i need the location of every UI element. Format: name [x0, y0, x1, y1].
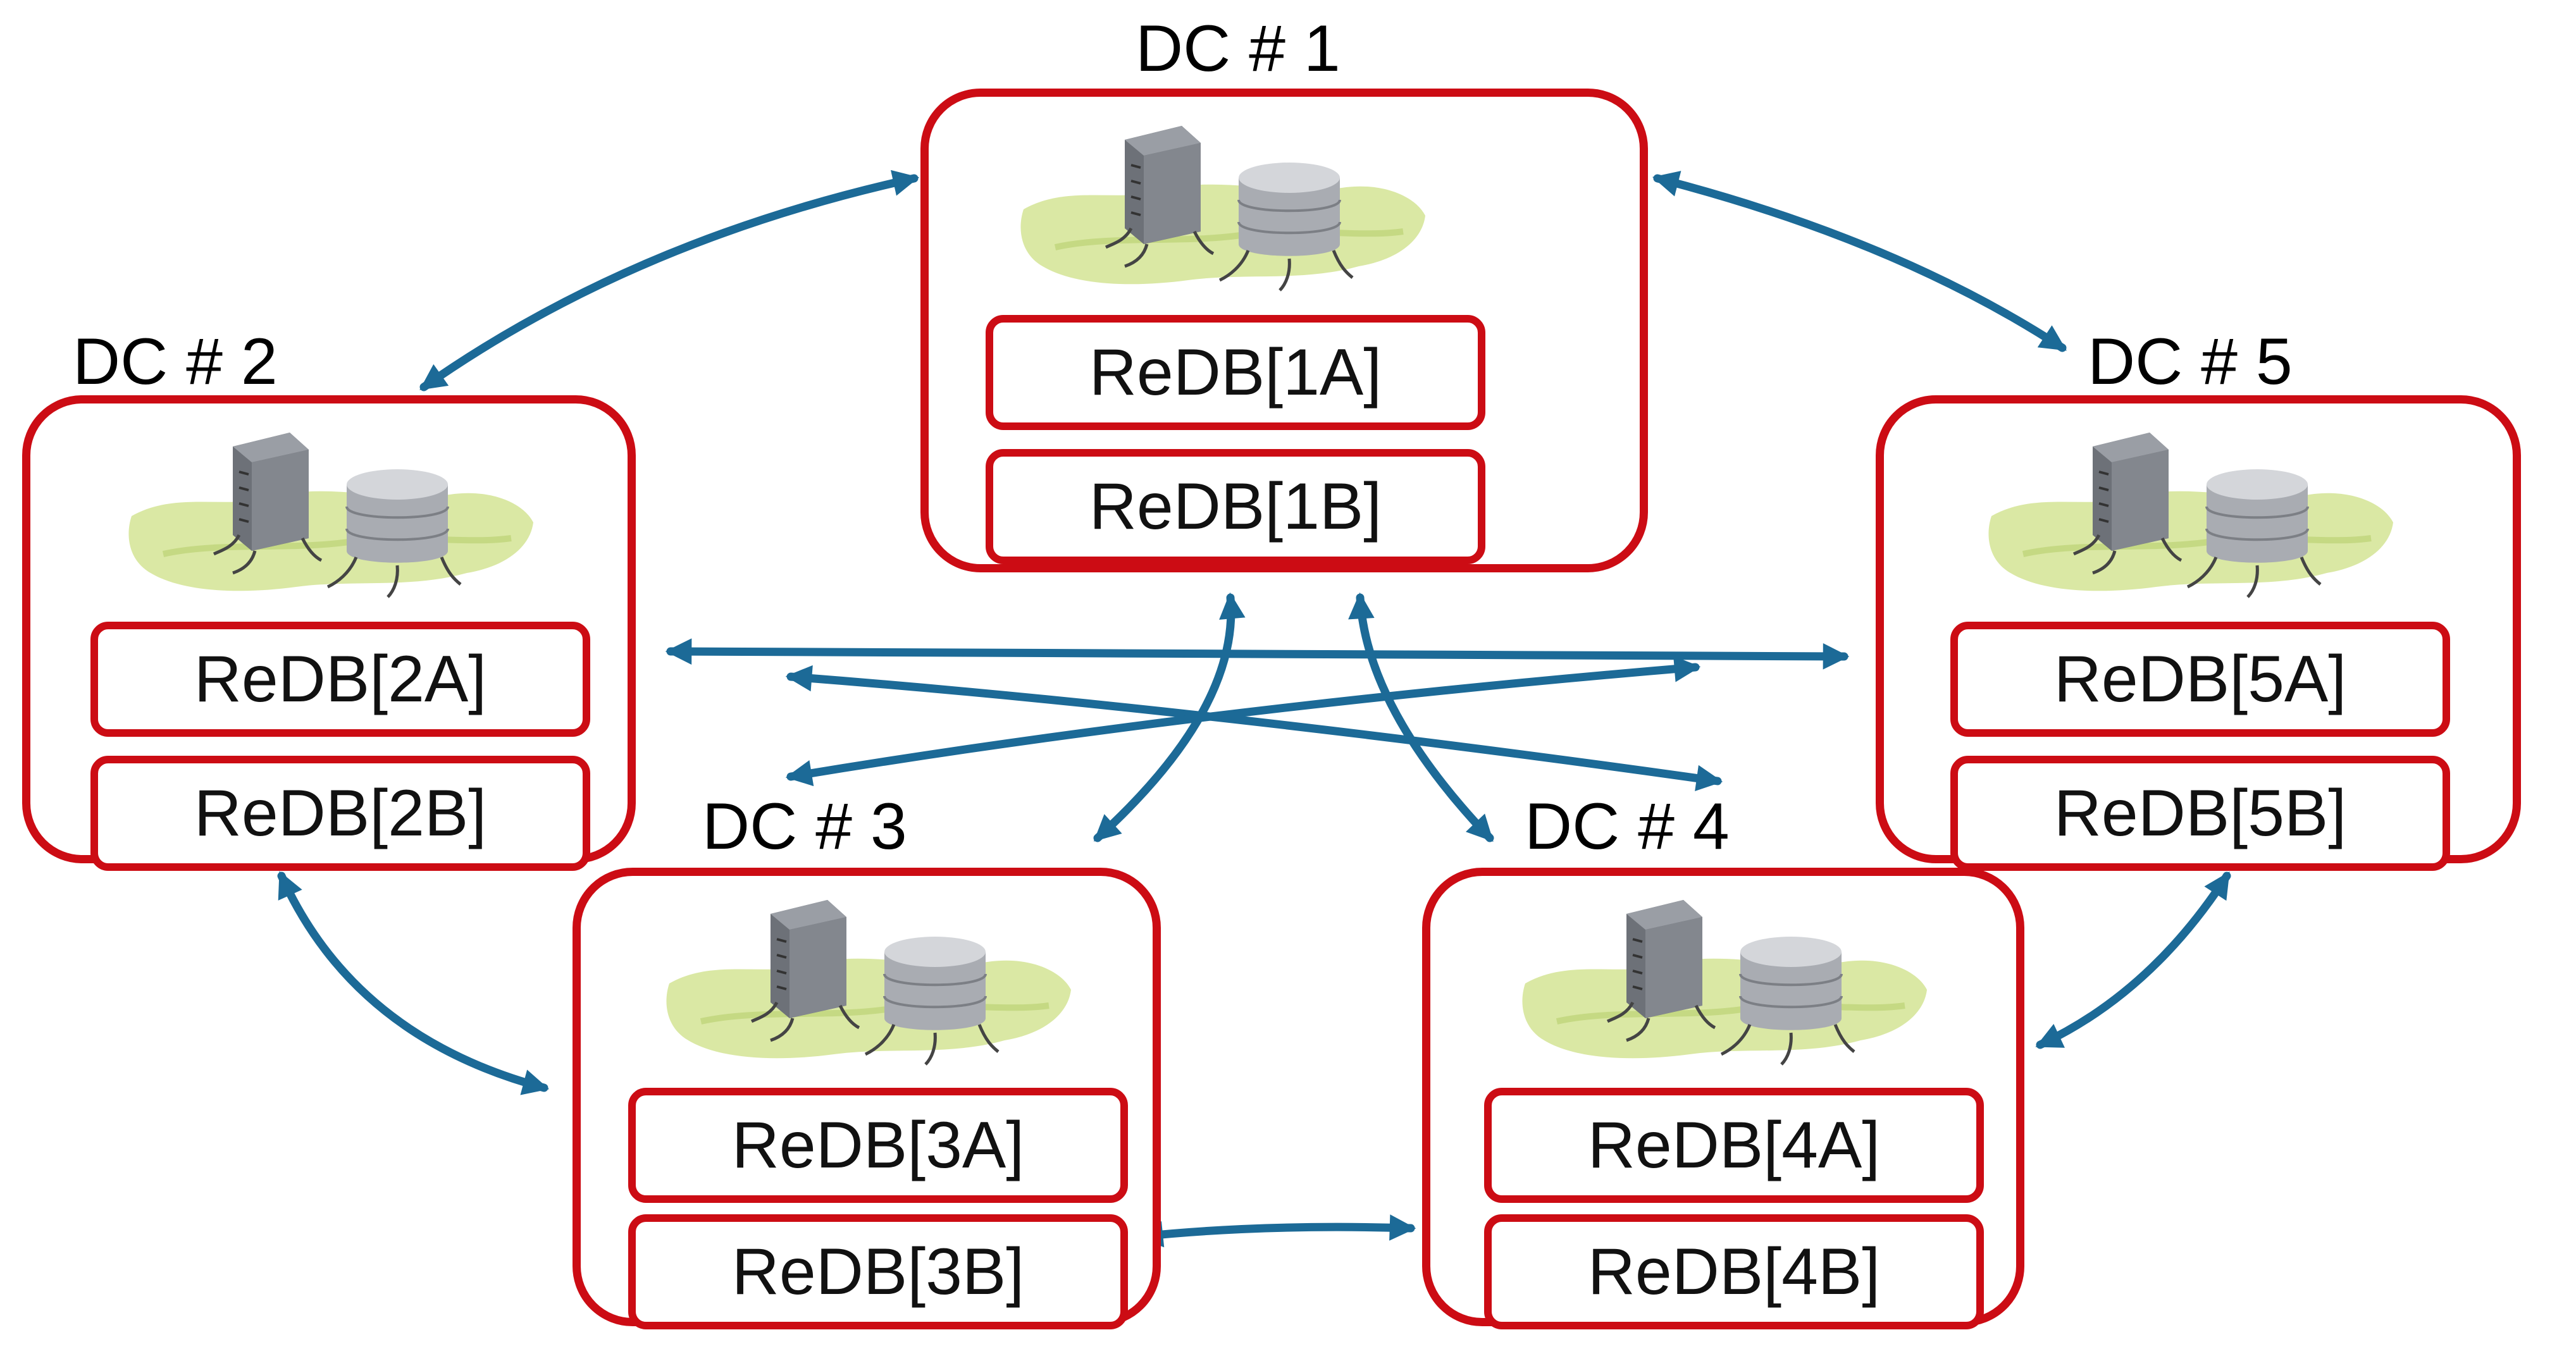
- datacenter-illustration: [1519, 889, 1930, 1078]
- replica-box: ReDB[4B]: [1484, 1214, 1984, 1329]
- datacenter-dc2: ReDB[2A] ReDB[2B]: [22, 395, 636, 871]
- link-dc3-dc4-arrow: [1136, 1214, 1416, 1248]
- dc-title: DC # 4: [1525, 790, 1730, 863]
- link-dc4-dc5-arrow: [2035, 871, 2231, 1049]
- link-dc3-dc5-arrow: [785, 656, 1701, 787]
- replica-box: ReDB[3A]: [628, 1088, 1128, 1203]
- dc-title: DC # 3: [702, 790, 907, 863]
- replica-box: ReDB[4A]: [1484, 1088, 1984, 1203]
- replica-box: ReDB[5A]: [1950, 622, 2450, 737]
- replica-box: ReDB[2A]: [90, 622, 590, 737]
- datacenter-illustration: [663, 889, 1074, 1078]
- link-dc1-dc4-arrow: [1348, 592, 1494, 842]
- replica-box: ReDB[1B]: [986, 449, 1485, 564]
- replica-box: ReDB[1A]: [986, 315, 1485, 430]
- datacenter-dc4: ReDB[4A] ReDB[4B]: [1422, 868, 2024, 1329]
- datacenter-dc3: ReDB[3A] ReDB[3B]: [573, 868, 1161, 1329]
- datacenter-dc1: ReDB[1A] ReDB[1B]: [920, 89, 1648, 572]
- link-dc2-dc3-arrow: [277, 871, 550, 1095]
- link-dc2-dc4-arrow: [785, 665, 1723, 791]
- datacenter-illustration: [1985, 421, 2396, 611]
- replica-box: ReDB[2B]: [90, 756, 590, 871]
- dc-title: DC # 5: [2088, 325, 2293, 398]
- link-dc1-dc5-arrow: [1652, 171, 2067, 352]
- dc-title: DC # 2: [73, 325, 278, 398]
- link-dc2-dc5-arrow: [665, 638, 1850, 670]
- replica-box: ReDB[3B]: [628, 1214, 1128, 1329]
- dc-title: DC # 1: [1136, 12, 1341, 85]
- datacenter-illustration: [125, 421, 536, 611]
- replica-box: ReDB[5B]: [1950, 756, 2450, 871]
- datacenter-illustration: [1017, 114, 1428, 304]
- datacenter-dc5: ReDB[5A] ReDB[5B]: [1876, 395, 2521, 871]
- link-dc1-dc2-arrow: [419, 169, 920, 391]
